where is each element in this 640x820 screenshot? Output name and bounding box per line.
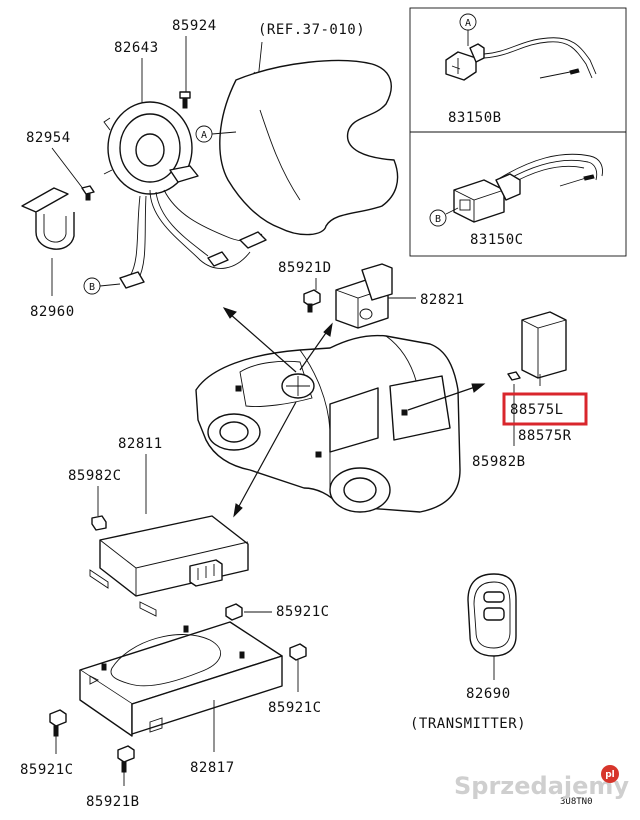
watermark-suffix: pl bbox=[605, 770, 615, 780]
callout-b-spring: B bbox=[89, 282, 95, 293]
label-82690: 82690 bbox=[466, 686, 511, 702]
label-85921d: 85921D bbox=[278, 260, 332, 276]
label-85982b: 85982B bbox=[472, 454, 526, 470]
label-ref: (REF.37-010) bbox=[258, 22, 365, 38]
side-sensor-88575: 85982B 88575L 88575R bbox=[472, 311, 588, 470]
label-85921c-c: 85921C bbox=[20, 762, 74, 778]
clock-spring: 85924 82643 B bbox=[83, 18, 267, 295]
vehicle bbox=[195, 334, 461, 513]
watermark-badge bbox=[601, 765, 619, 783]
label-82821: 82821 bbox=[420, 292, 465, 308]
label-83150b: 83150B bbox=[448, 110, 502, 126]
callout-a-airbag: A bbox=[201, 130, 207, 141]
label-85921b: 85921B bbox=[86, 794, 140, 810]
pointer-arrows bbox=[222, 307, 486, 518]
ecu-bracket: 85921C 85921C 82817 85921C 85921B bbox=[20, 603, 330, 810]
label-85924: 85924 bbox=[172, 18, 217, 34]
inset-panels bbox=[409, 7, 627, 257]
label-82960: 82960 bbox=[30, 304, 75, 320]
label-82811: 82811 bbox=[118, 436, 163, 452]
watermark-text: Sprzedajemy bbox=[454, 772, 629, 800]
label-85921c-a: 85921C bbox=[276, 604, 330, 620]
callout-b-circle-inset bbox=[429, 209, 447, 227]
label-83150c: 83150C bbox=[470, 232, 524, 248]
srs-ecu: 82811 85982C bbox=[68, 436, 249, 617]
label-transmitter: (TRANSMITTER) bbox=[410, 716, 526, 732]
label-88575l: 88575L bbox=[510, 402, 564, 418]
label-82643: 82643 bbox=[114, 40, 159, 56]
connector-83150b: A 83150B bbox=[445, 13, 597, 126]
front-sensor: 82954 82960 bbox=[21, 130, 95, 320]
watermark: Sprzedajemy pl bbox=[454, 765, 629, 800]
label-85982c: 85982C bbox=[68, 468, 122, 484]
highlight-88575l bbox=[502, 392, 588, 426]
callout-a-inset: A bbox=[465, 18, 471, 29]
bracket-82821: 85921D 82821 bbox=[278, 260, 465, 329]
airbag-module: (REF.37-010) A bbox=[195, 22, 399, 236]
label-82954: 82954 bbox=[26, 130, 71, 146]
callout-b-inset: B bbox=[435, 214, 441, 225]
label-82817: 82817 bbox=[190, 760, 235, 776]
transmitter: 82690 (TRANSMITTER) bbox=[410, 573, 526, 732]
label-88575r: 88575R bbox=[518, 428, 572, 444]
drawing-code: 3U8TN0 bbox=[560, 797, 593, 807]
connector-83150c: B 83150C bbox=[429, 153, 603, 248]
label-85921c-b: 85921C bbox=[268, 700, 322, 716]
